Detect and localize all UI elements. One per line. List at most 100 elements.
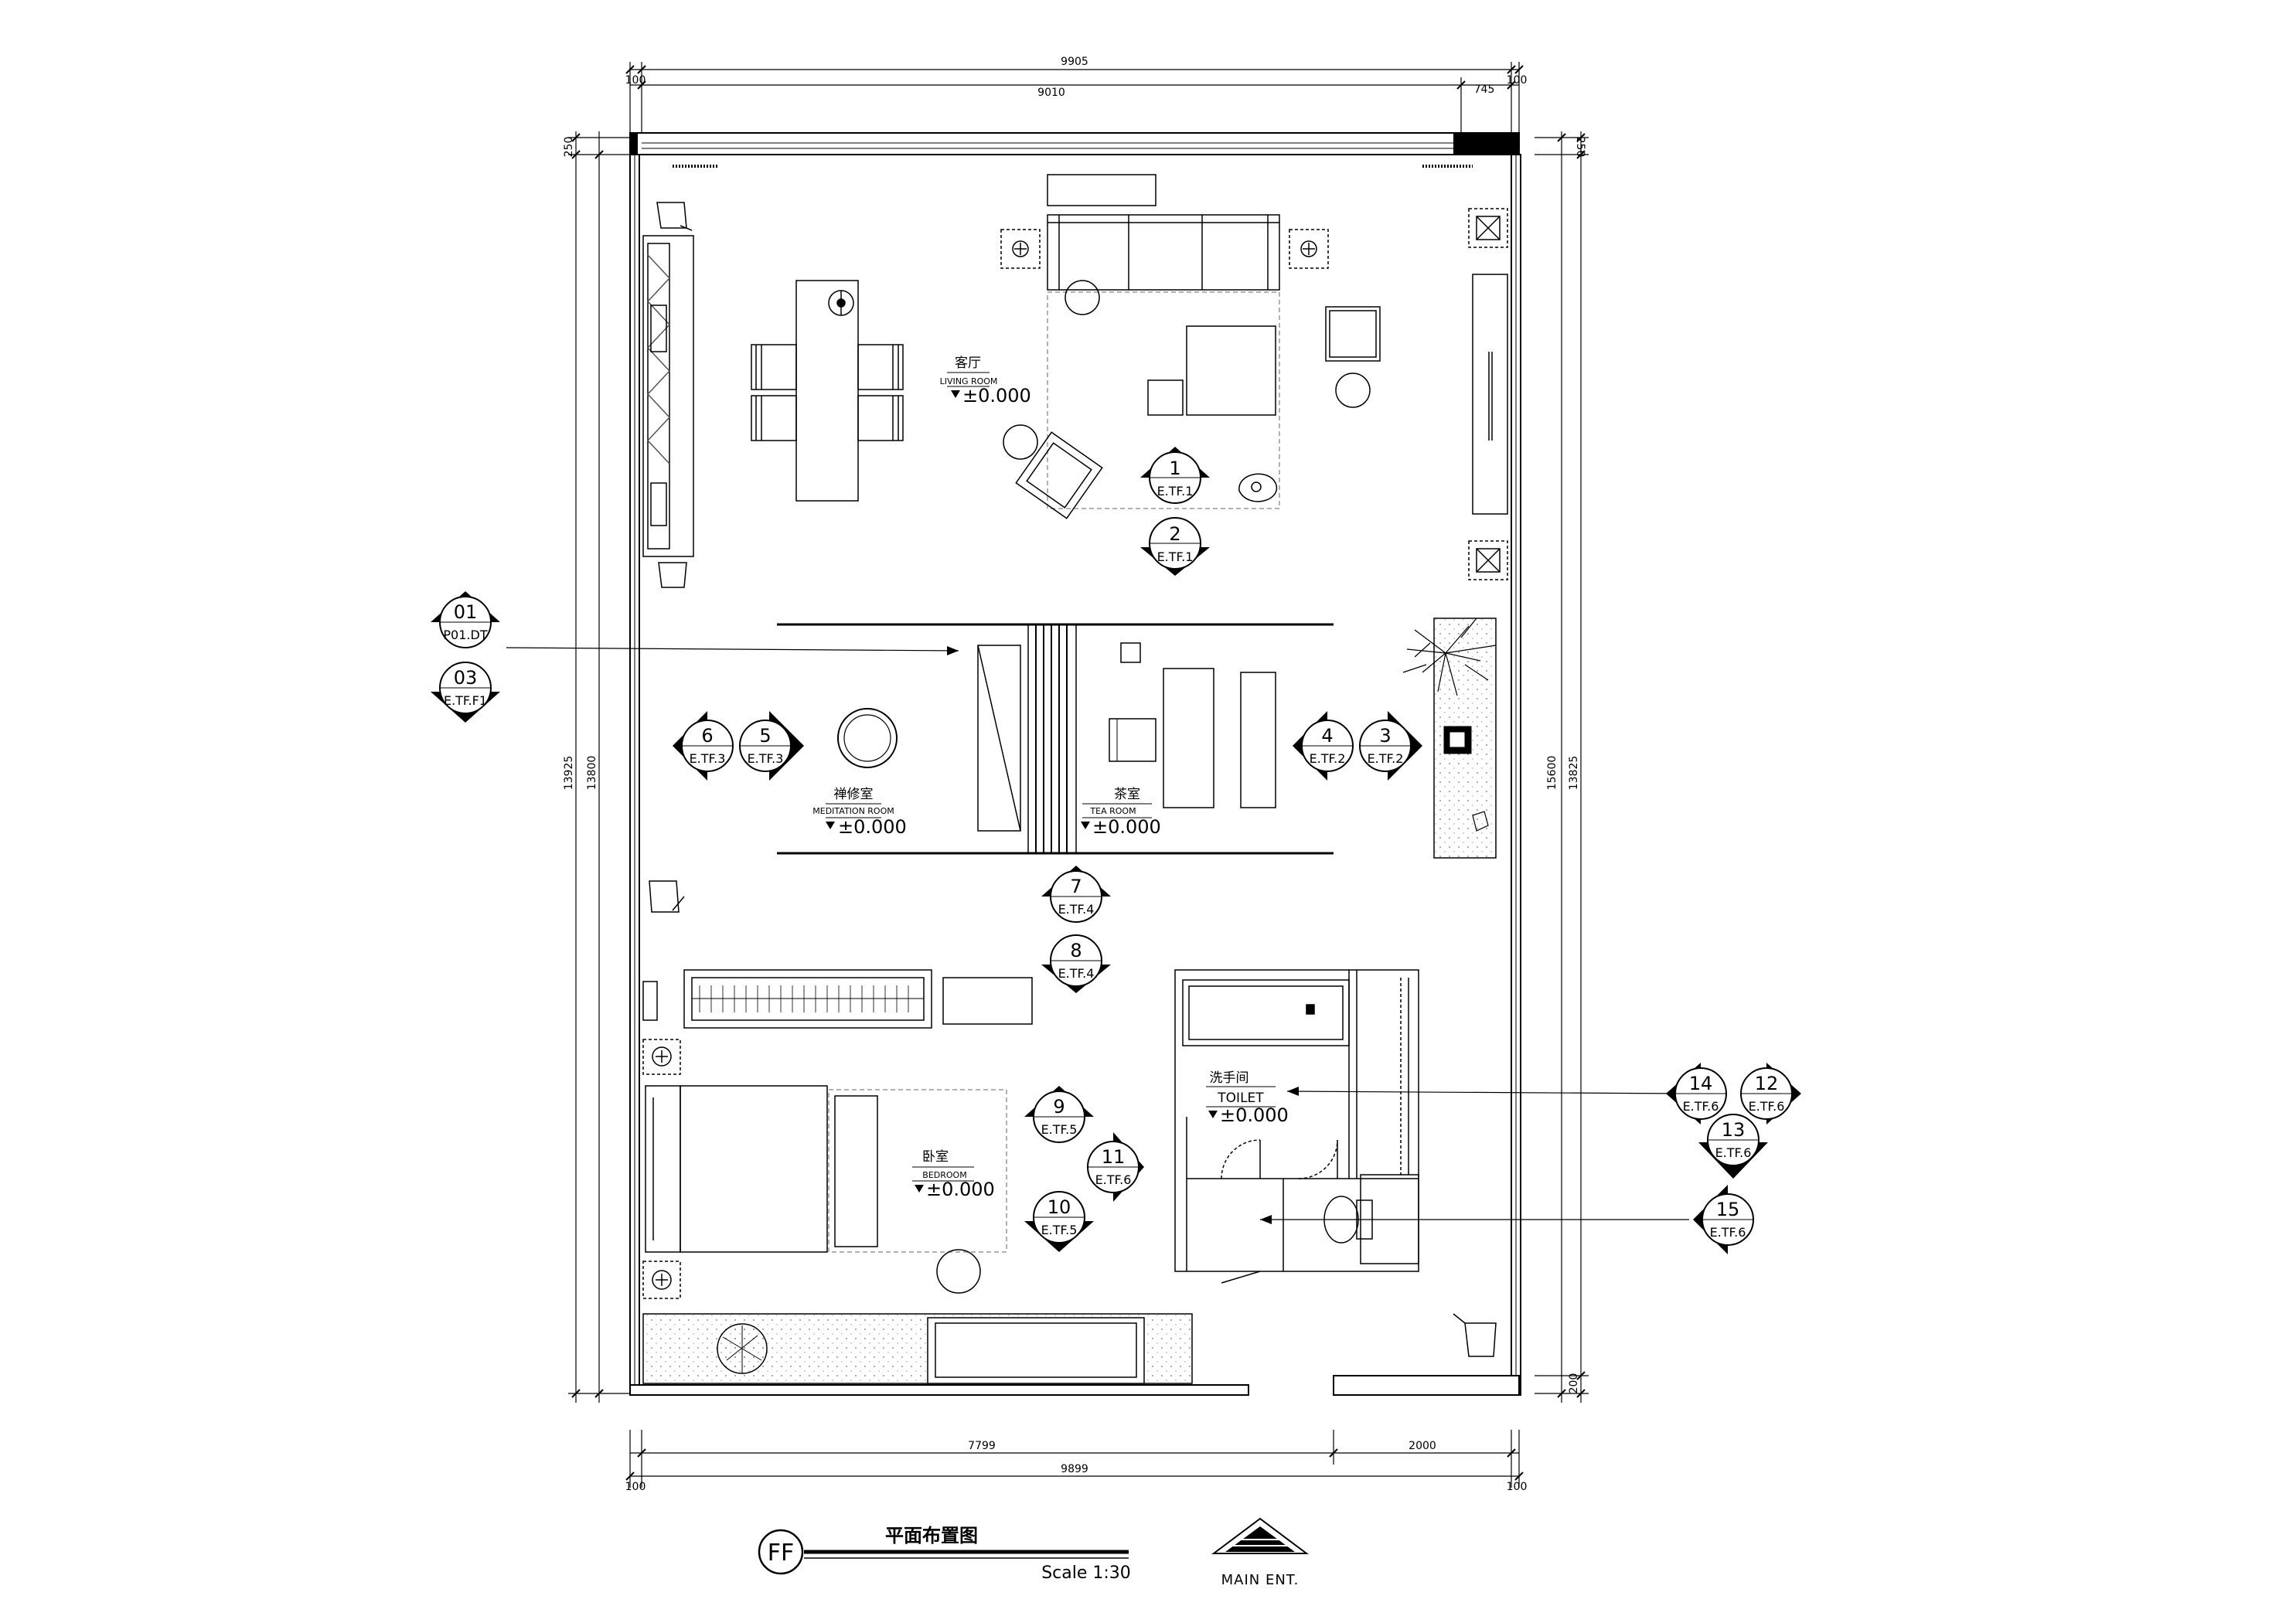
marker-01-number: 01 <box>454 601 478 623</box>
section-marker-03: 03 E.TF.F1 <box>431 662 500 723</box>
dimension-labels: 9905 9010 745 100 100 250 13925 13800 25… <box>563 56 1586 1493</box>
marker-14-number: 14 <box>1689 1073 1713 1094</box>
dim-right-overall: 13825 <box>1568 756 1580 791</box>
drawing-title: 平面布置图 <box>885 1525 978 1546</box>
living-room-name-en: LIVING ROOM <box>940 376 998 386</box>
room-label-meditation: 禅修室 MEDITATION ROOM ±0.000 <box>812 787 907 838</box>
main-entrance-label: MAIN ENT. <box>1221 1572 1300 1588</box>
marker-1-number: 1 <box>1169 458 1180 479</box>
toilet-layout <box>1174 969 1419 1284</box>
dim-right-bottom: 200 <box>1568 1373 1580 1394</box>
bedroom-level: ±0.000 <box>926 1179 995 1200</box>
elevation-marker-6: 6 E.TF.3 <box>673 711 734 781</box>
tea-room-name-cn: 茶室 <box>1114 787 1140 802</box>
elevation-marker-14: 14 E.TF.6 <box>1666 1063 1727 1125</box>
living-room-name-cn: 客厅 <box>955 356 981 371</box>
marker-15-number: 15 <box>1716 1199 1740 1220</box>
dim-bottom-right: 2000 <box>1409 1440 1436 1452</box>
marker-7-number: 7 <box>1070 876 1082 897</box>
dim-left-top: 250 <box>563 137 575 158</box>
marker-4-ref: E.TF.2 <box>1310 751 1346 766</box>
elevation-marker-7: 7 E.TF.4 <box>1041 866 1111 923</box>
elevation-marker-4: 4 E.TF.2 <box>1293 711 1354 781</box>
marker-13-ref: E.TF.6 <box>1715 1145 1752 1160</box>
toilet-name-en: TOILET <box>1217 1091 1264 1106</box>
dim-bottom-left-wall: 100 <box>625 1481 646 1493</box>
planter-tree <box>1402 618 1497 859</box>
walls <box>629 132 1521 1396</box>
living-room-level: ±0.000 <box>962 385 1031 407</box>
living-room-furniture <box>642 174 1508 588</box>
marker-2-ref: E.TF.1 <box>1157 550 1194 564</box>
marker-9-number: 9 <box>1053 1096 1065 1118</box>
marker-13-number: 13 <box>1722 1119 1746 1141</box>
room-label-bedroom: 卧室 BEDROOM ±0.000 <box>912 1149 995 1200</box>
section-marker-01: 01 P01.DT <box>431 591 500 648</box>
marker-9-ref: E.TF.5 <box>1041 1122 1078 1137</box>
toilet-name-cn: 洗手间 <box>1210 1070 1249 1086</box>
marker-03-number: 03 <box>454 667 478 689</box>
meditation-room-name-cn: 禅修室 <box>834 787 874 802</box>
marker-11-number: 11 <box>1102 1146 1126 1168</box>
room-label-living: 客厅 LIVING ROOM ±0.000 <box>940 356 1031 407</box>
tea-room-level: ±0.000 <box>1092 816 1161 838</box>
marker-03-ref: E.TF.F1 <box>444 693 487 708</box>
main-entrance-symbol: MAIN ENT. <box>1211 1517 1309 1588</box>
marker-11-ref: E.TF.6 <box>1095 1172 1132 1187</box>
marker-2-number: 2 <box>1169 523 1180 545</box>
marker-6-ref: E.TF.3 <box>690 751 726 766</box>
dim-bottom-overall: 9899 <box>1061 1463 1088 1475</box>
elevation-marker-8: 8 E.TF.4 <box>1041 934 1111 993</box>
dim-right-inner: 15600 <box>1546 756 1558 791</box>
marker-10-ref: E.TF.5 <box>1041 1223 1078 1237</box>
dim-top-right: 745 <box>1474 83 1495 96</box>
dim-left-overall: 13925 <box>563 756 575 791</box>
marker-12-ref: E.TF.6 <box>1749 1099 1785 1114</box>
dim-left-inner: 13800 <box>586 756 598 791</box>
dimension-ticks <box>571 65 1586 1481</box>
sheet-code: FF <box>768 1540 795 1567</box>
room-label-tea: 茶室 TEA ROOM ±0.000 <box>1081 787 1161 838</box>
marker-15-ref: E.TF.6 <box>1710 1225 1746 1240</box>
dim-bottom-right-wall: 100 <box>1507 1481 1528 1493</box>
drawing-scale: Scale 1:30 <box>1041 1563 1131 1583</box>
title-block: FF 平面布置图 Scale 1:30 <box>758 1525 1131 1583</box>
dim-bottom-left: 7799 <box>968 1440 996 1452</box>
marker-01-ref: P01.DT <box>443 628 487 642</box>
elevation-marker-15: 15 E.TF.6 <box>1693 1185 1754 1254</box>
elevation-marker-13: 13 E.TF.6 <box>1698 1114 1768 1179</box>
marker-3-ref: E.TF.2 <box>1368 751 1404 766</box>
bedroom-name-cn: 卧室 <box>922 1149 949 1165</box>
toilet-leaders <box>1260 1087 1689 1224</box>
marker-6-number: 6 <box>701 725 713 747</box>
room-label-toilet: 洗手间 TOILET ±0.000 <box>1206 1070 1289 1126</box>
marker-4-number: 4 <box>1321 725 1333 747</box>
marker-3-number: 3 <box>1379 725 1391 747</box>
marker-5-number: 5 <box>759 725 771 747</box>
elevation-marker-12: 12 E.TF.6 <box>1740 1063 1801 1125</box>
marker-8-ref: E.TF.4 <box>1058 966 1095 981</box>
dim-top-overall: 9905 <box>1061 56 1088 68</box>
marker-8-number: 8 <box>1070 940 1082 961</box>
meditation-room-name-en: MEDITATION ROOM <box>812 806 894 816</box>
central-rooms <box>777 623 1334 855</box>
elevation-marker-10: 10 E.TF.5 <box>1024 1191 1094 1252</box>
elevation-marker-3: 3 E.TF.2 <box>1359 711 1422 781</box>
meditation-room-level: ±0.000 <box>838 816 907 838</box>
dim-top-left-wall: 100 <box>625 74 646 87</box>
dim-top-right-wall: 100 <box>1507 74 1528 87</box>
dimension-lines <box>568 62 1589 1488</box>
marker-5-ref: E.TF.3 <box>748 751 784 766</box>
marker-12-number: 12 <box>1755 1073 1779 1094</box>
dim-top-inner: 9010 <box>1037 87 1065 99</box>
bedroom-furniture <box>642 880 1497 1384</box>
elevation-marker-2: 2 E.TF.1 <box>1140 517 1210 576</box>
dim-right-top: 250 <box>1574 137 1586 158</box>
elevation-marker-11: 11 E.TF.6 <box>1087 1132 1144 1202</box>
marker-10-number: 10 <box>1048 1196 1071 1218</box>
section-leader <box>506 646 959 655</box>
tea-room-name-en: TEA ROOM <box>1089 806 1136 816</box>
elevation-marker-1: 1 E.TF.1 <box>1140 447 1210 504</box>
elevation-marker-9: 9 E.TF.5 <box>1024 1086 1094 1143</box>
